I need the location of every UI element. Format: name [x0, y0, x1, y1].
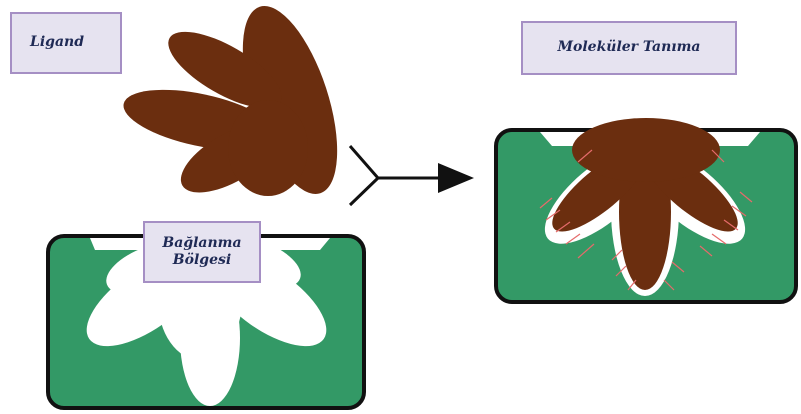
ligand-label: Ligand: [10, 12, 122, 74]
ligand-label-text: Ligand: [30, 34, 84, 52]
binding-site-label-line2: Bölgesi: [173, 252, 231, 270]
reaction-arrow: [350, 146, 468, 205]
molecular-recognition-label: Moleküler Tanıma: [521, 21, 737, 75]
binding-site-label: Bağlanma Bölgesi: [143, 221, 261, 283]
molecular-recognition-label-text: Moleküler Tanıma: [558, 39, 701, 57]
ligand-shape: [118, 0, 356, 206]
arrow-catch-mark: [350, 146, 378, 205]
recognition-complex: [496, 118, 796, 302]
binding-site-label-line1: Bağlanma: [162, 235, 241, 253]
ligand-core: [228, 100, 308, 196]
bound-ligand-cap: [572, 118, 720, 182]
